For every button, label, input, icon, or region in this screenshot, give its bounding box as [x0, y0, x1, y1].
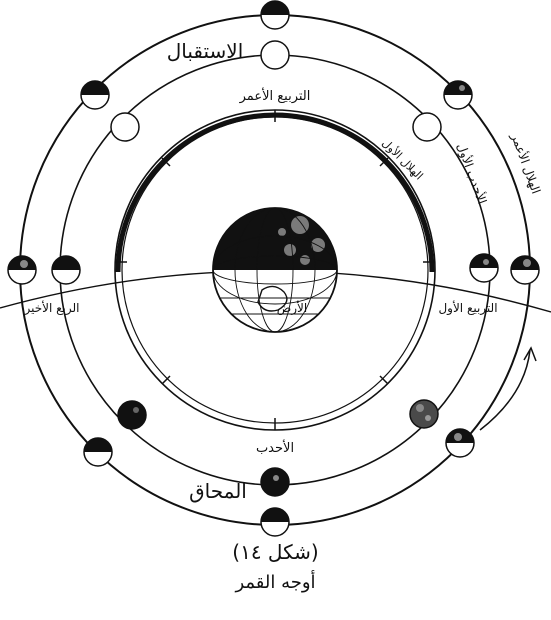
label-square-top: التربيع الأعمر	[239, 87, 311, 104]
label-gibbous-bottom: الأحدب	[256, 439, 294, 456]
moon-middle-lower-left	[118, 401, 146, 429]
orbit-direction-arrow	[480, 350, 530, 430]
moon-middle-upper-left	[111, 113, 139, 141]
label-last-quarter: الربع الأخير	[24, 300, 80, 316]
moon-outer-top	[261, 1, 289, 29]
figure-number: (شكل ١٤)	[0, 540, 551, 564]
moon-outer-bottom	[261, 508, 289, 536]
moon-middle-right	[470, 254, 498, 282]
earth-globe	[213, 208, 337, 332]
moon-outer-upper-right	[444, 81, 472, 109]
moon-outer-lower-right	[446, 429, 474, 457]
label-right-outer-2: الهلال الأعمر	[507, 130, 544, 196]
moon-middle-upper-right	[413, 113, 441, 141]
moon-middle-bottom	[261, 468, 289, 496]
moon-outer-upper-left	[81, 81, 109, 109]
earth-label: الأرض	[277, 300, 307, 316]
label-apogee: الاستقبال	[167, 39, 244, 63]
moon-middle-top	[261, 41, 289, 69]
moon-outer-left	[8, 256, 36, 284]
moon-middle-lower-right	[410, 400, 438, 428]
figure-title: أوجه القمر	[0, 572, 551, 593]
label-first-quarter: التربيع الأول	[438, 300, 497, 316]
moon-outer-right	[511, 256, 539, 284]
label-right-outer-1: الأحدب الأول	[453, 141, 490, 206]
moon-middle-left	[52, 256, 80, 284]
moon-outer-lower-left	[84, 438, 112, 466]
label-mahaq: المحاق	[189, 479, 247, 503]
